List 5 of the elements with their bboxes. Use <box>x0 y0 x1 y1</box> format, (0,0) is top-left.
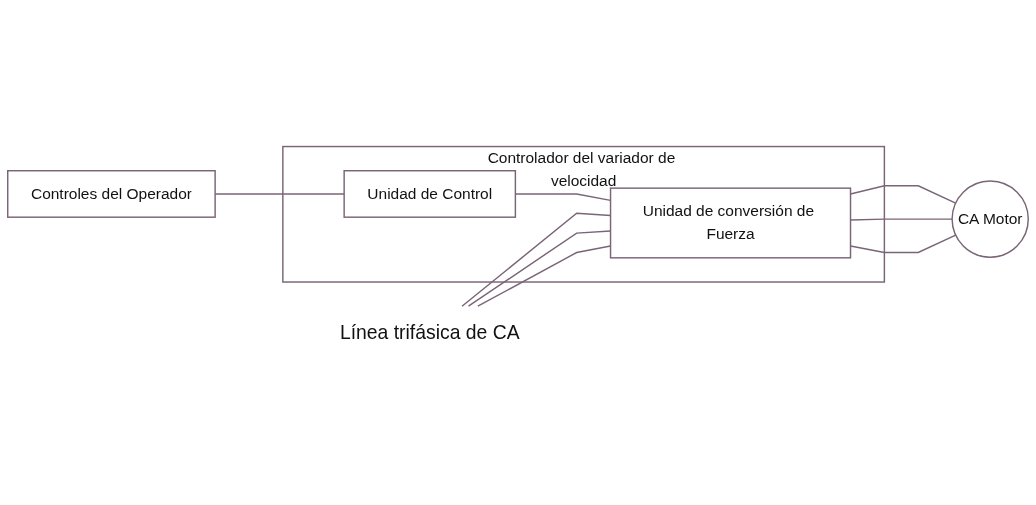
node-box: Unidad de Control <box>343 170 517 218</box>
node-box: Controles del Operador <box>7 170 216 218</box>
node-text: Línea trifásica de CA <box>339 321 520 343</box>
node-circle: CA Motor <box>951 180 1029 258</box>
node-box: Unidad de conversión de Fuerza <box>609 187 852 259</box>
